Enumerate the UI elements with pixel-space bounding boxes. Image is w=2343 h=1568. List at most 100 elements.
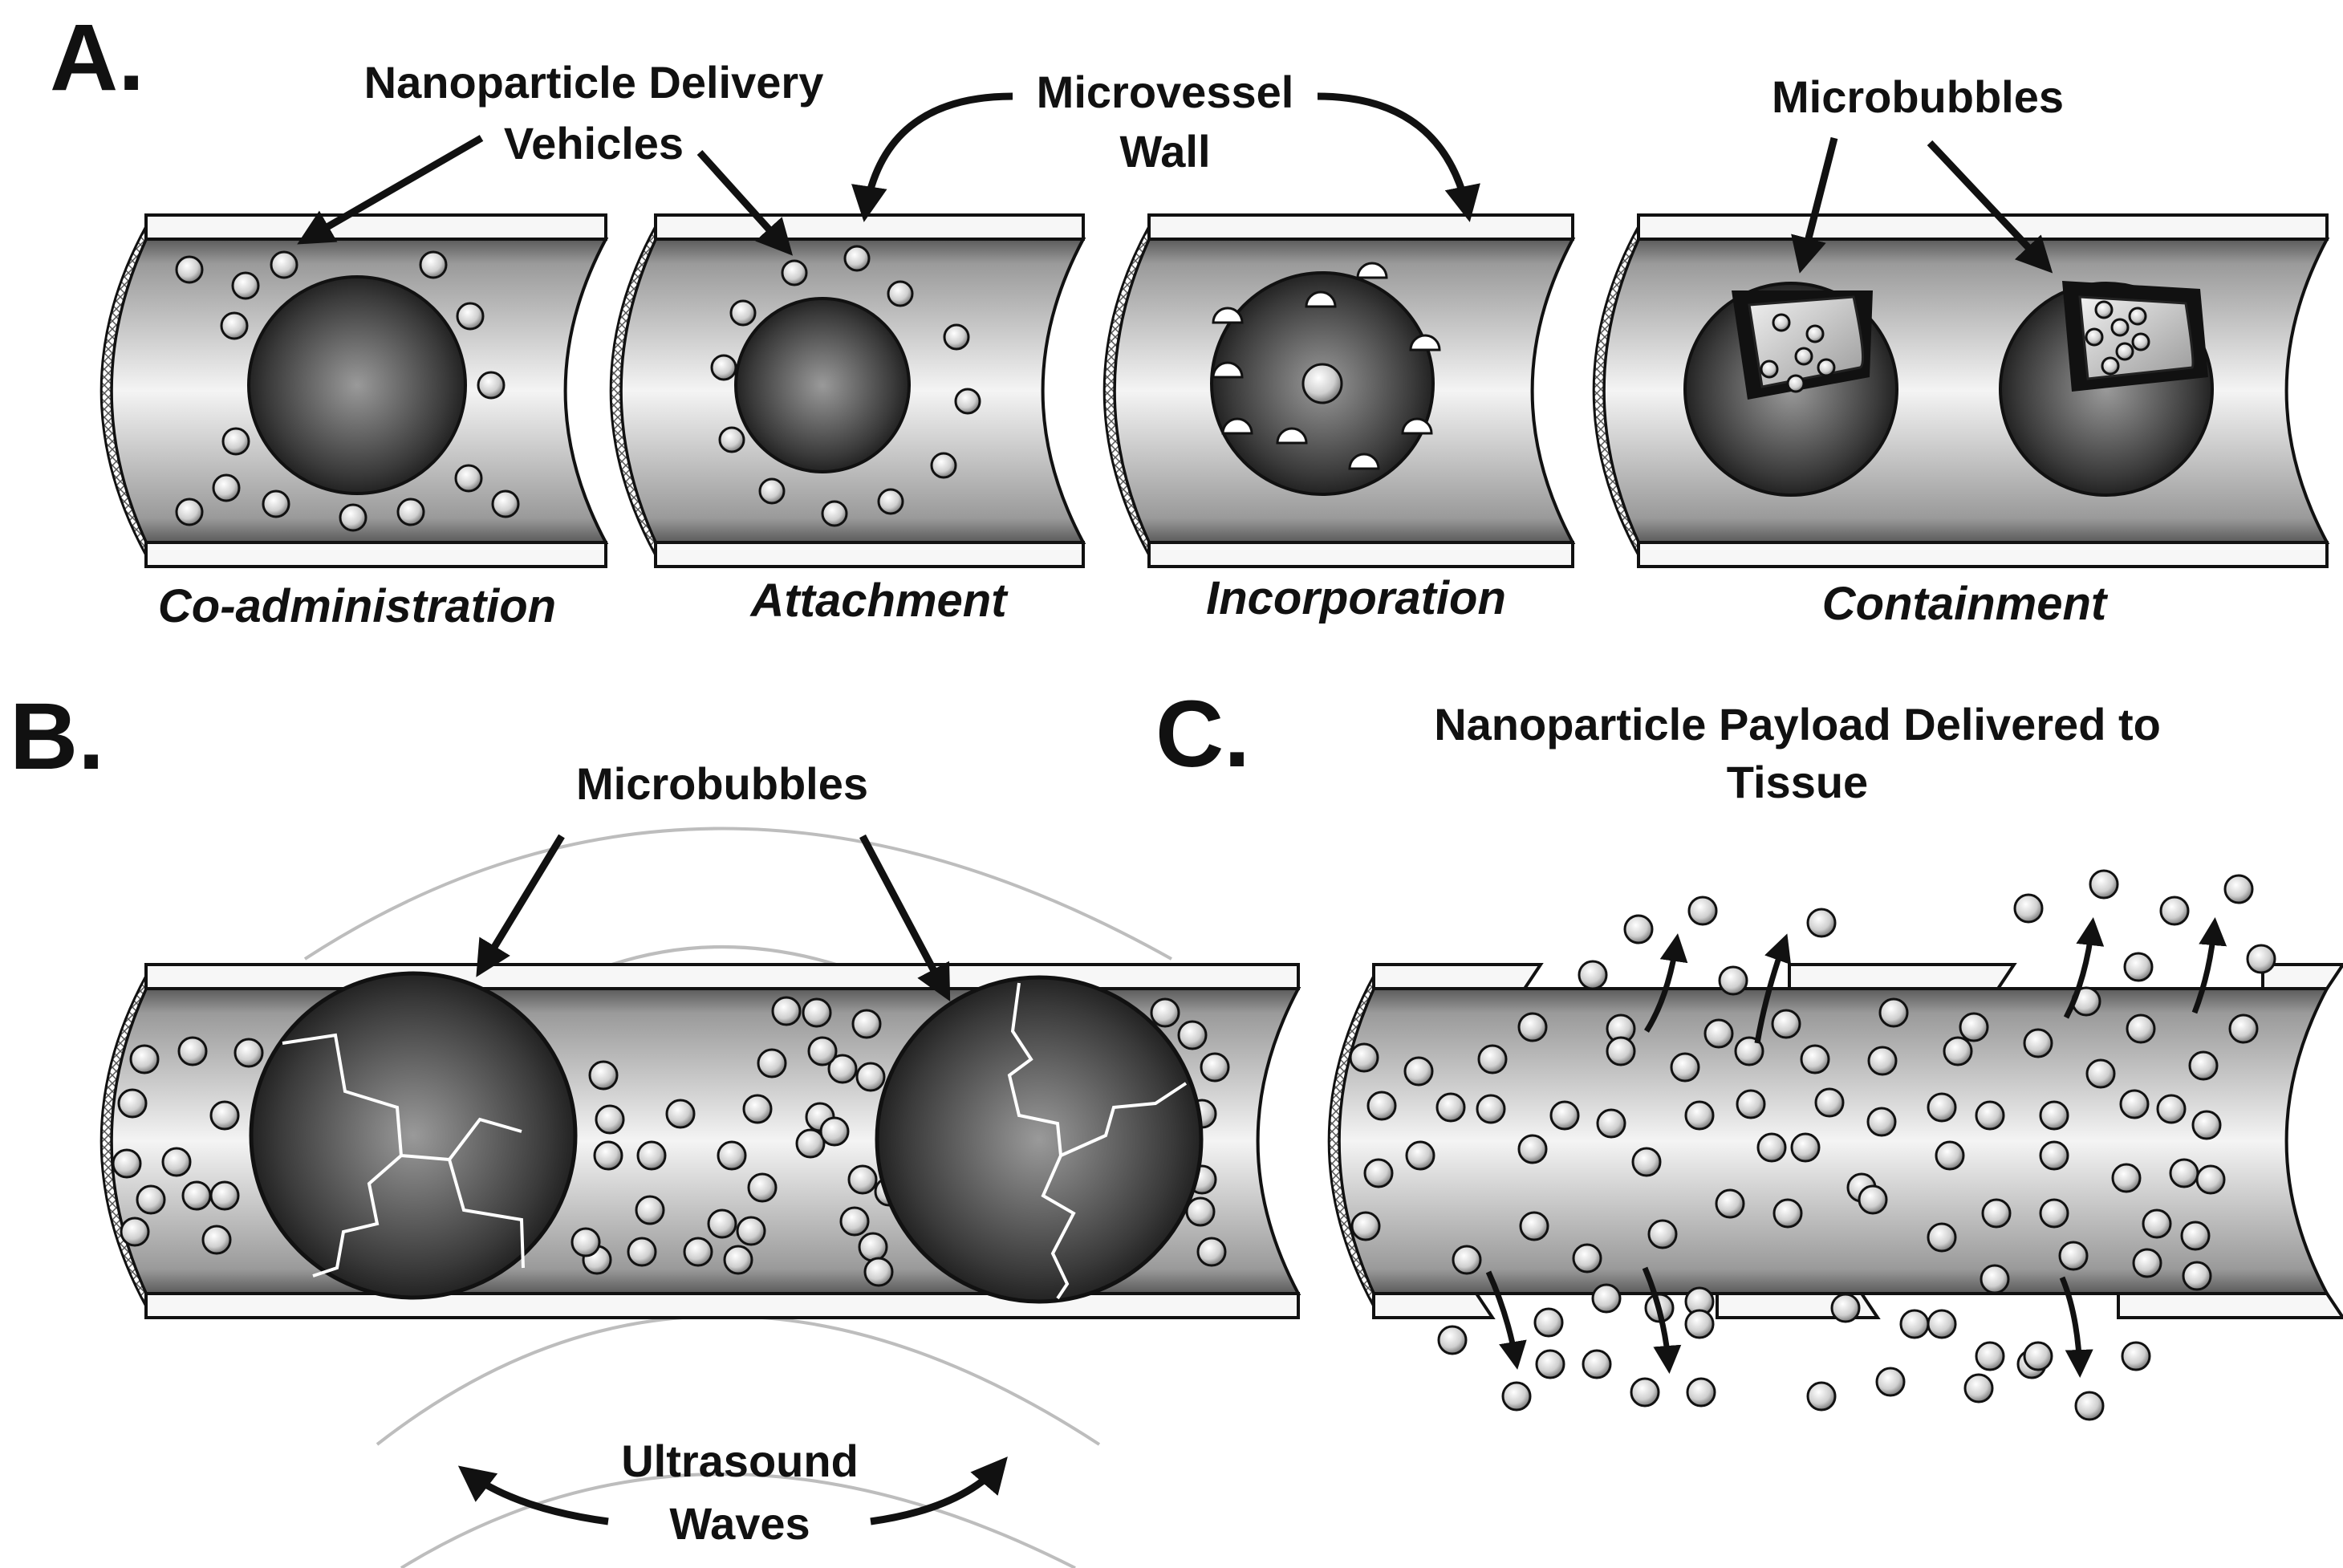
nanoparticle <box>201 1225 232 1255</box>
nanoparticle <box>1582 1349 1612 1379</box>
nanoparticle <box>1943 1036 1973 1066</box>
nanoparticle <box>665 1099 696 1129</box>
vessel-wall-top <box>1147 213 1574 241</box>
nanoparticle <box>1670 1052 1700 1083</box>
label-delivery-vehicles-line2: Vehicles <box>504 118 684 169</box>
panel-b-microbubble-arrows <box>476 834 951 1001</box>
nanoparticle <box>1437 1325 1468 1355</box>
nanoparticle <box>1771 1009 1801 1039</box>
nanoparticle <box>635 1195 665 1225</box>
nanoparticle <box>1715 1188 1745 1219</box>
nanoparticle-contained <box>1772 313 1791 332</box>
nanoparticle <box>339 503 367 532</box>
nanoparticle <box>1858 1184 1888 1215</box>
nanoparticle <box>1878 997 1909 1028</box>
nanoparticle <box>2195 1164 2226 1195</box>
nanoparticle <box>1519 1211 1549 1241</box>
nanoparticle <box>593 1140 623 1171</box>
nanoparticle <box>2023 1341 2053 1371</box>
nanoparticle <box>2039 1140 2069 1171</box>
nanoparticle <box>742 1094 773 1124</box>
nanoparticle <box>1366 1091 1397 1121</box>
nanoparticle <box>1623 914 1654 944</box>
nanoparticle <box>2023 1028 2053 1058</box>
nanoparticle <box>807 1036 838 1066</box>
nanoparticle <box>1867 1046 1898 1076</box>
nanoparticle <box>636 1140 667 1171</box>
nanoparticle-contained <box>1817 358 1836 377</box>
nanoparticle <box>117 1088 148 1119</box>
nanoparticle <box>747 1172 778 1203</box>
nanoparticle <box>1703 1018 1734 1049</box>
nanoparticle <box>1975 1100 2005 1131</box>
nanoparticle <box>2132 1248 2162 1278</box>
nanoparticle <box>858 1232 888 1262</box>
nanoparticle <box>1772 1198 1803 1229</box>
nanoparticle <box>1177 1020 1208 1050</box>
nanoparticle <box>1185 1196 1216 1227</box>
nanoparticle <box>1596 1108 1626 1139</box>
nanoparticle <box>795 1128 826 1159</box>
nanoparticle <box>2111 1163 2142 1193</box>
panel-a-nanoparticles <box>175 245 2150 532</box>
vessel-wall-fragment-bottom <box>1372 1292 1496 1319</box>
nanoparticle <box>1403 1056 1434 1087</box>
caption-co-administration: Co-administration <box>158 580 556 632</box>
vessel-lumen <box>1337 987 2330 1295</box>
nanoparticle <box>2119 1089 2150 1119</box>
nanoparticle <box>1814 1087 1845 1118</box>
nanoparticle-incorporated <box>1348 453 1380 470</box>
nanoparticle <box>1806 1381 1837 1412</box>
nanoparticle-contained <box>2094 300 2114 319</box>
panel-c-extravasation-arrows <box>1485 917 2227 1378</box>
nanoparticle <box>2142 1208 2172 1239</box>
nanoparticle <box>262 489 290 518</box>
nanoparticle <box>2182 1261 2212 1291</box>
nanoparticle <box>717 1140 747 1171</box>
nanoparticle-contained <box>1794 347 1813 366</box>
nanoparticle <box>2188 1050 2219 1081</box>
nanoparticle <box>220 311 249 340</box>
caption-containment: Containment <box>1822 578 2109 630</box>
nanoparticle <box>723 1245 753 1275</box>
nanoparticle <box>1927 1222 1957 1253</box>
nanoparticle <box>1684 1309 1715 1339</box>
nanoparticle <box>855 1062 886 1092</box>
microbubble-incorporation-center-particle <box>1301 363 1343 404</box>
nanoparticle <box>1980 1264 2010 1294</box>
nanoparticle <box>1150 997 1180 1028</box>
nanoparticle-attached <box>930 452 957 479</box>
nanoparticle <box>839 1206 870 1237</box>
nanoparticle <box>1875 1367 1906 1397</box>
nanoparticle-contained <box>1786 374 1805 393</box>
panel-c-nanoparticles <box>1349 869 2276 1421</box>
nanoparticle-contained <box>2101 356 2120 376</box>
nanoparticle <box>477 371 506 400</box>
nanoparticle <box>396 498 425 526</box>
nanoparticle <box>2228 1014 2259 1044</box>
nanoparticle <box>757 1048 787 1079</box>
panel-b-letter: B. <box>10 684 104 790</box>
nanoparticle <box>595 1104 625 1135</box>
nanoparticle <box>129 1044 160 1074</box>
nanoparticle <box>233 1038 264 1068</box>
nanoparticle <box>209 1180 240 1211</box>
nanoparticle <box>2223 874 2254 904</box>
nanoparticle-attached <box>781 259 808 286</box>
nanoparticle <box>2156 1094 2187 1124</box>
nanoparticle <box>683 1237 713 1267</box>
vessel-wall-top <box>1637 213 2329 241</box>
nanoparticle <box>863 1257 894 1287</box>
nanoparticle <box>2085 1058 2116 1089</box>
nanoparticle <box>1734 1036 1764 1066</box>
nanoparticle-attached <box>729 299 757 327</box>
nanoparticle-attached <box>843 245 871 272</box>
vessel-wall-bottom <box>144 541 607 568</box>
nanoparticle-incorporated <box>1305 290 1337 308</box>
vessel-wall-top <box>144 213 607 241</box>
nanoparticle <box>1959 1012 1989 1042</box>
nanoparticle <box>571 1227 601 1257</box>
nanoparticle <box>1718 965 1748 996</box>
nanoparticle <box>2159 896 2190 926</box>
nanoparticle <box>627 1237 657 1267</box>
